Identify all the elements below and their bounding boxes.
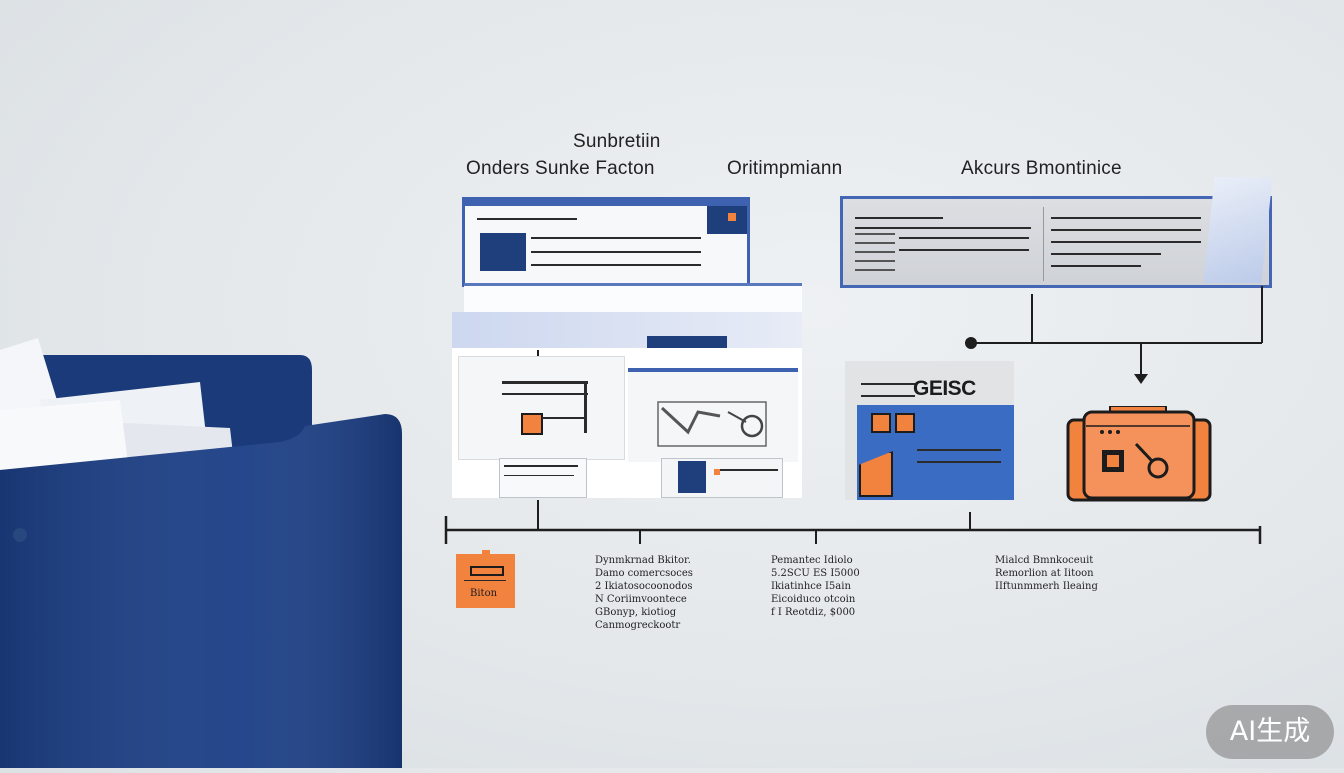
heading-col3: Akcurs Bmontinice <box>961 158 1122 179</box>
note-1: Dynmkrnad Bkitor. Damo comercsoces 2 Iki… <box>595 555 693 631</box>
heading-top: Sunbretiin <box>573 131 661 152</box>
panel-thumb <box>480 233 526 271</box>
sheet-band <box>452 312 802 350</box>
orange-square <box>521 413 543 435</box>
folder-illustration <box>0 330 410 768</box>
geisc-card: GEISC <box>845 361 1014 500</box>
device-icon <box>1066 405 1212 502</box>
heading-col2: Oritimpmiann <box>727 158 843 179</box>
subcard-a <box>458 356 625 460</box>
window-panel-1 <box>462 197 750 287</box>
sheet-stack <box>464 283 802 316</box>
timeline <box>444 500 1262 544</box>
geisc-label: GEISC <box>913 377 976 400</box>
folder-icon <box>0 338 402 768</box>
tile-2 <box>661 458 783 498</box>
note-2: Pemantec Idiolo 5.2SCU ES I5000 Ikiatinh… <box>771 555 860 618</box>
tools-icon <box>657 401 767 447</box>
ai-generated-watermark: AI生成 <box>1206 705 1334 759</box>
window-panel-2 <box>840 177 1273 288</box>
orange-tag: Biton <box>456 550 515 608</box>
orange-marker <box>728 213 736 221</box>
orange-tag-label: Biton <box>470 588 498 599</box>
note-3: Mialcd Bmnkoceuit Remorlion at Iitoon II… <box>995 555 1098 592</box>
heading-col1: Onders Sunke Facton <box>466 158 655 179</box>
connector-lines <box>965 286 1263 384</box>
paper-sheet-icon <box>1203 177 1273 283</box>
tile-1 <box>499 458 587 498</box>
subcard-b <box>628 368 798 462</box>
